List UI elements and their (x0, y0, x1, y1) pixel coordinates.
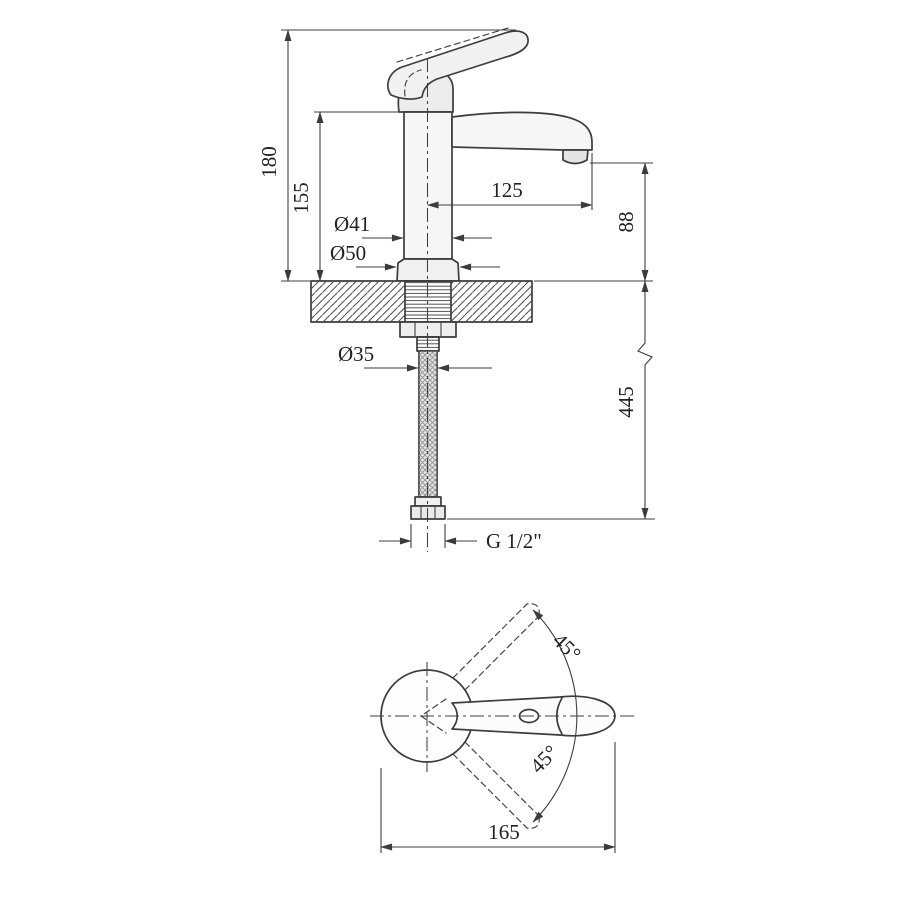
label-swing-upper: 45° (548, 628, 586, 666)
counter-cross-section (310, 280, 533, 352)
dim-hose-length: 445 (447, 280, 655, 520)
dim-body-diameter: Ø41 (334, 212, 492, 242)
side-view (310, 27, 593, 552)
label-shank-diameter: Ø35 (338, 342, 374, 366)
handle-position-lower (452, 741, 540, 829)
dim-body-height: 155 (289, 111, 403, 282)
dim-thread-size: G 1/2" (379, 524, 542, 553)
hose-braiding (419, 351, 437, 497)
dim-handle-length: 165 (380, 742, 616, 853)
label-body-diameter: Ø41 (334, 212, 370, 236)
label-base-diameter: Ø50 (330, 241, 366, 265)
label-handle-length: 165 (488, 820, 520, 844)
label-thread-size: G 1/2" (486, 529, 542, 553)
side-view-dimensions: 180 155 125 88 Ø41 (257, 29, 655, 553)
faucet-spout (451, 111, 593, 151)
label-swing-lower: 45° (525, 740, 563, 778)
dim-shank-diameter: Ø35 (338, 342, 492, 372)
spout-aerator (562, 149, 589, 165)
dim-spout-height: 88 (534, 162, 653, 282)
label-spout-reach: 125 (491, 178, 523, 202)
label-body-height: 155 (289, 182, 313, 214)
label-spout-height: 88 (614, 212, 638, 233)
handle-cap-hidden-line (404, 69, 422, 97)
handle-position-upper (452, 603, 540, 691)
handle-swing-arc (532, 609, 578, 823)
dim-total-height: 180 (257, 29, 516, 282)
label-hose-length: 445 (614, 386, 638, 418)
dim-base-diameter: Ø50 (330, 241, 500, 271)
top-view: 45° 45° 165 (370, 603, 634, 853)
label-total-height: 180 (257, 146, 281, 178)
handle-lever (387, 30, 529, 100)
faucet-handle (387, 27, 529, 113)
